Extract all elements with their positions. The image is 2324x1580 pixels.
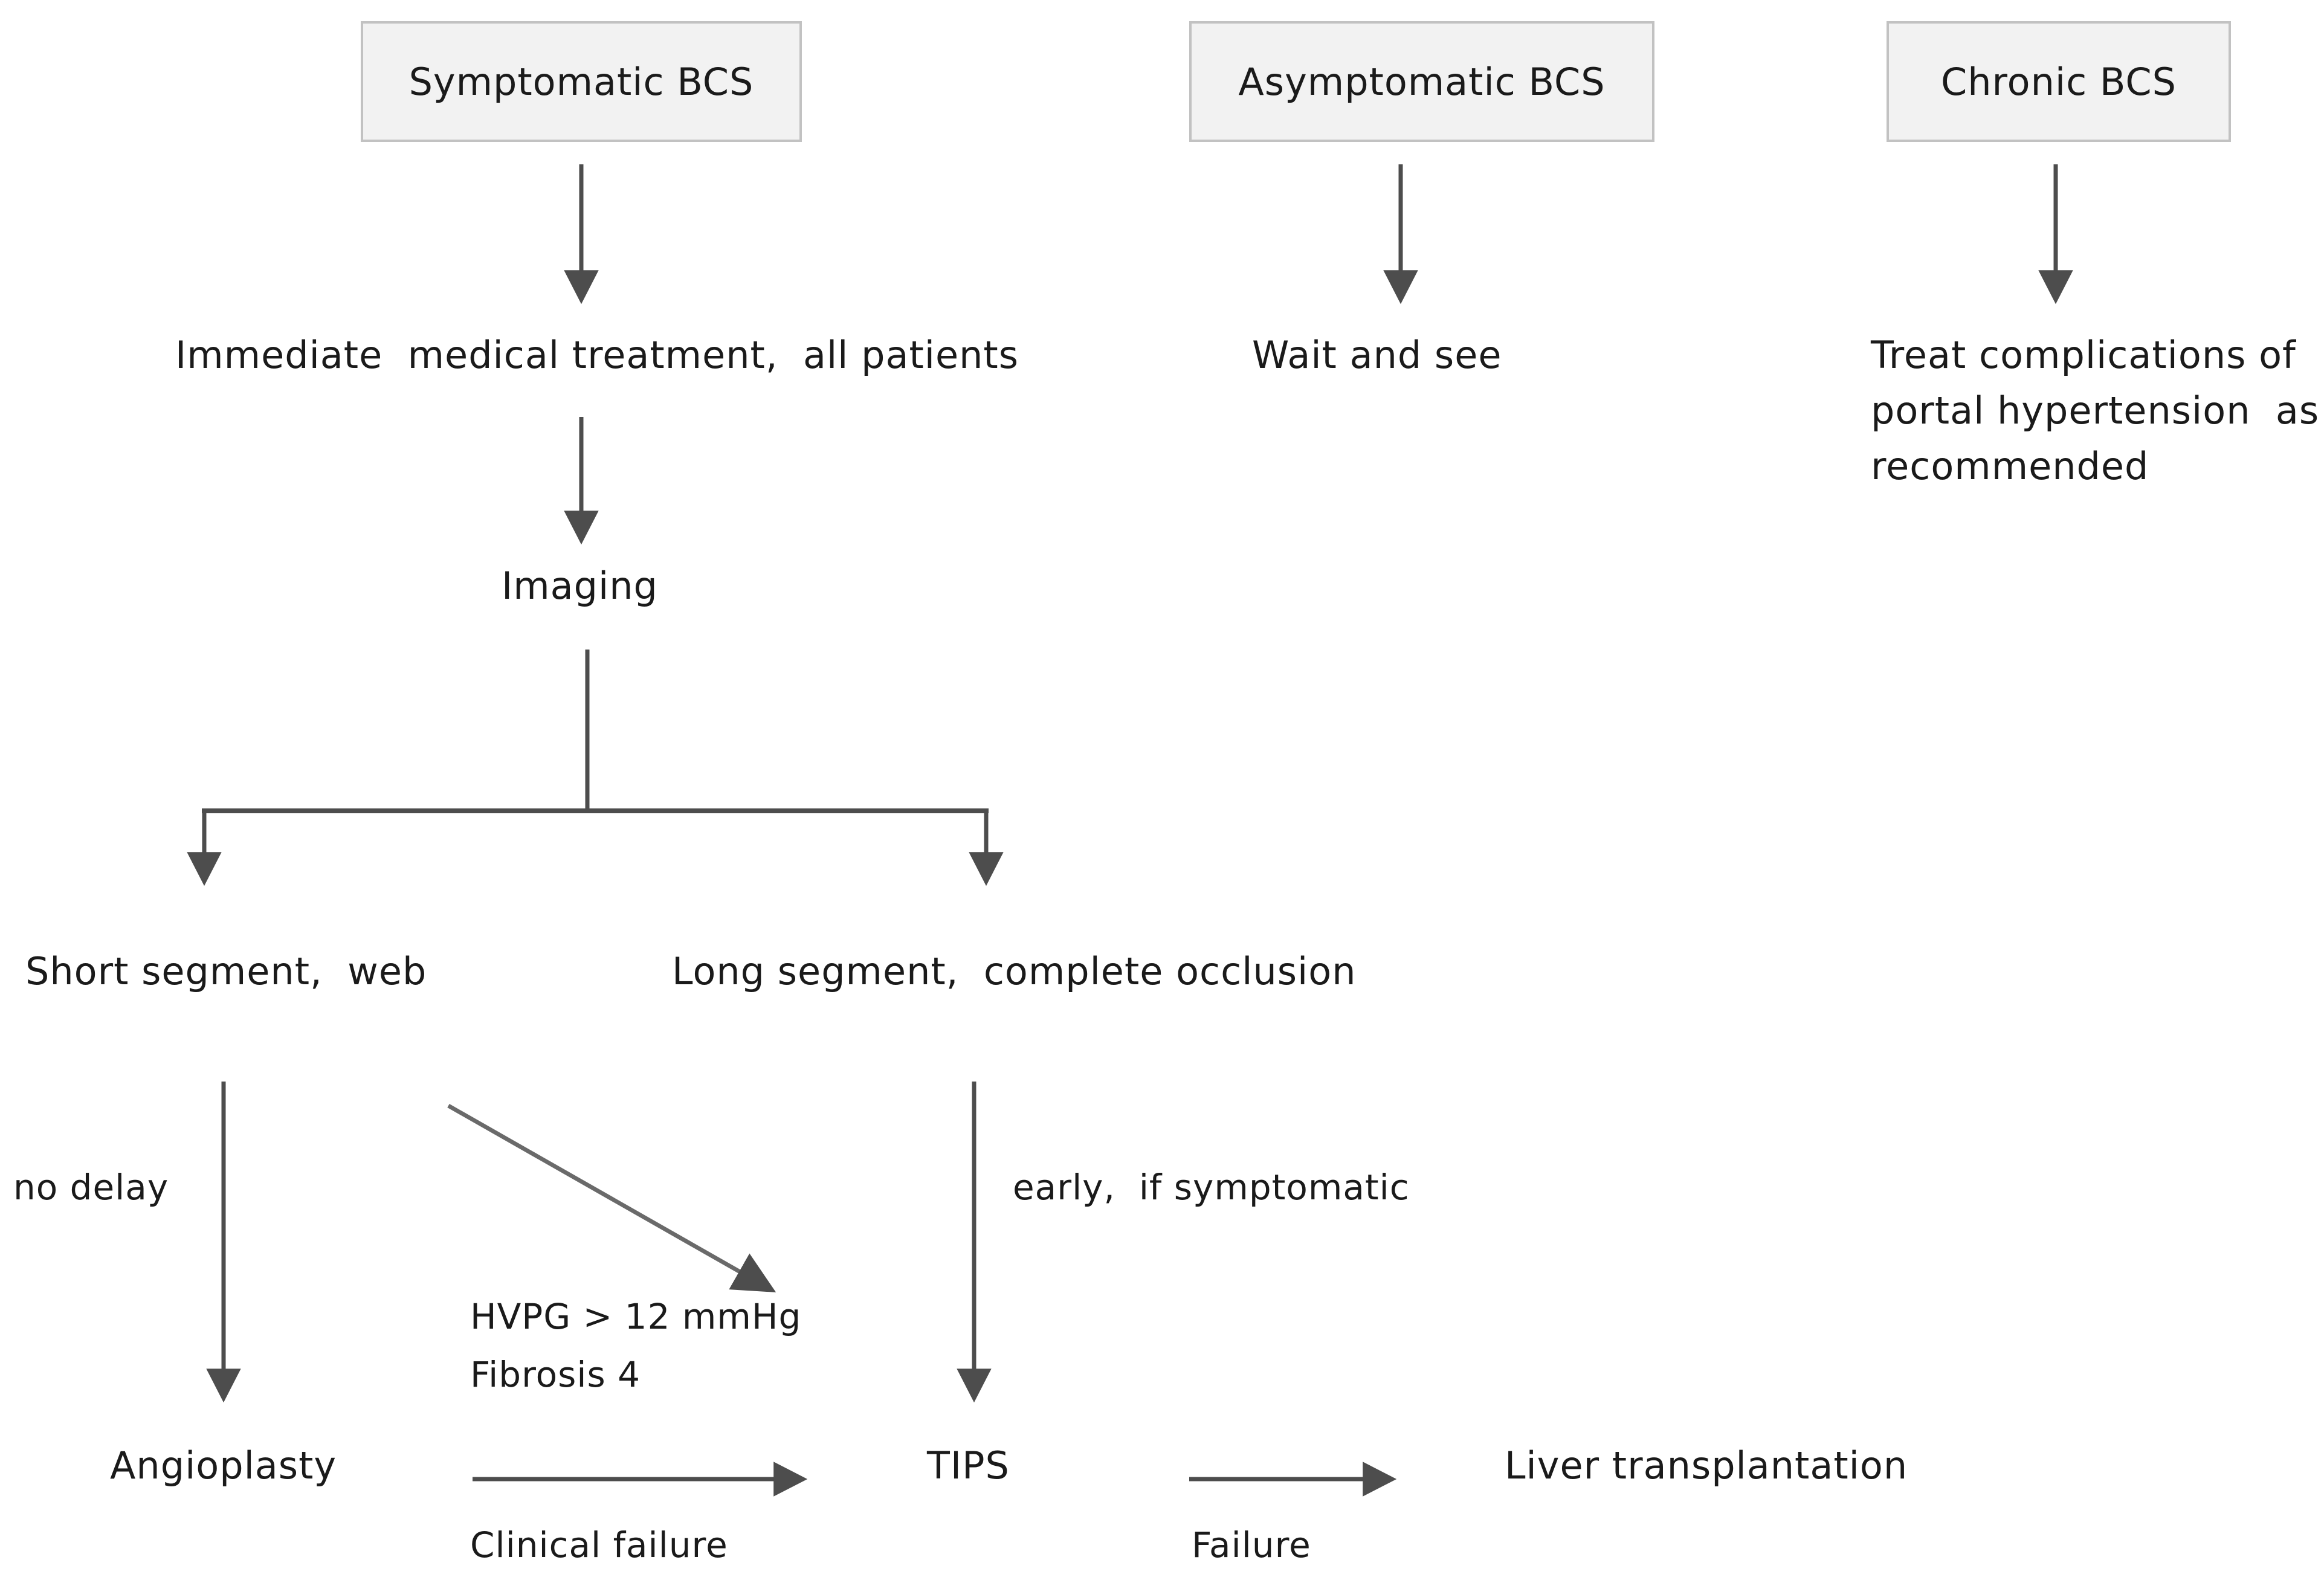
node-symptomatic-bcs[interactable]: Symptomatic BCS — [361, 21, 802, 142]
node-chronic-treatment-line-2: portal hypertension as — [1871, 389, 2320, 433]
node-chronic-bcs-label: Chronic BCS — [1940, 59, 2177, 104]
node-chronic-treatment-line-1: Treat complications of — [1871, 333, 2296, 377]
edge-label-hvpg-threshold: HVPG > 12 mmHg — [470, 1296, 802, 1337]
node-chronic-bcs[interactable]: Chronic BCS — [1887, 21, 2231, 142]
edge-label-failure: Failure — [1192, 1524, 1311, 1565]
edge-short-to-hvpg-diagonal — [447, 1103, 776, 1292]
node-asymptomatic-bcs[interactable]: Asymptomatic BCS — [1189, 21, 1654, 142]
edge-label-clinical-failure: Clinical failure — [470, 1524, 728, 1565]
node-asymptomatic-bcs-label: Asymptomatic BCS — [1238, 59, 1606, 104]
edge-label-early-if-symptomatic: early, if symptomatic — [1013, 1167, 1410, 1208]
node-angioplasty: Angioplasty — [110, 1443, 337, 1488]
edge-label-no-delay: no delay — [13, 1167, 169, 1208]
node-chronic-treatment-line-3: recommended — [1871, 444, 2149, 488]
node-symptomatic-bcs-label: Symptomatic BCS — [408, 59, 754, 104]
node-liver-transplantation: Liver transplantation — [1505, 1443, 1908, 1488]
node-short-segment-web: Short segment, web — [25, 949, 427, 993]
node-long-segment-complete-occlusion: Long segment, complete occlusion — [672, 949, 1357, 993]
edge-label-fibrosis-stage: Fibrosis 4 — [470, 1354, 641, 1395]
node-wait-and-see: Wait and see — [1252, 333, 1502, 377]
node-tips: TIPS — [927, 1443, 1010, 1488]
node-immediate-medical-treatment: Immediate medical treatment, all patient… — [175, 333, 1019, 377]
node-imaging: Imaging — [502, 564, 658, 608]
